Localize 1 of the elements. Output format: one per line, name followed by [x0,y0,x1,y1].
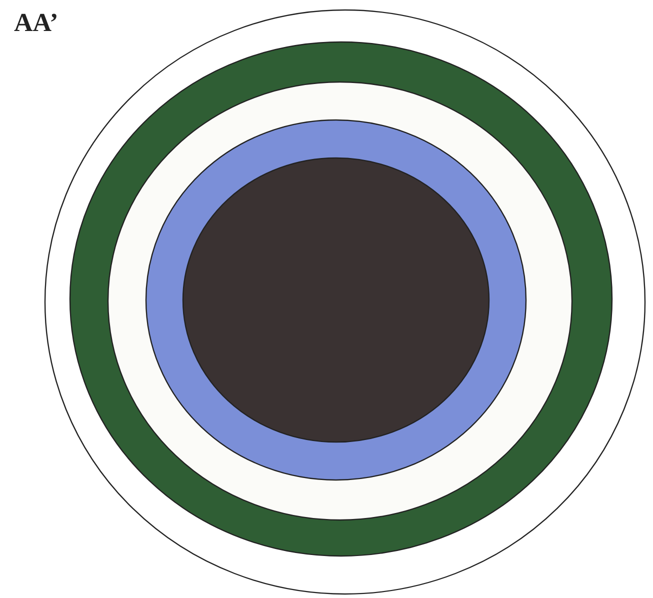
section-label: AA’ [14,8,58,38]
